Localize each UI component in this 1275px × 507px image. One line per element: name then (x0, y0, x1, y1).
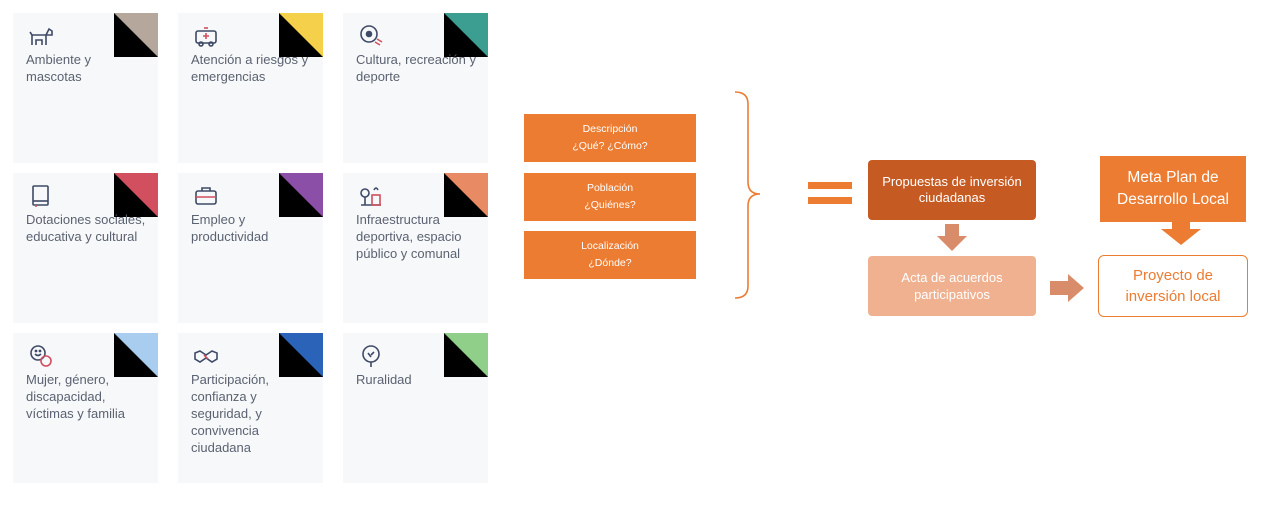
curly-brace (734, 91, 761, 299)
arrow-down-icon (1161, 221, 1201, 245)
category-card-ambiente[interactable]: Ambiente y mascotas (13, 13, 158, 163)
corner-tab (444, 333, 488, 377)
book-icon (32, 185, 49, 207)
corner-tab (114, 13, 158, 57)
corner-tab (279, 13, 323, 57)
corner-tab (444, 13, 488, 57)
park-icon (360, 187, 381, 206)
question-title: Localización (581, 240, 639, 252)
proposals-label: Propuestas de inversión ciudadanas (882, 174, 1022, 205)
category-label: Ambiente y mascotas (26, 52, 92, 84)
category-label: Empleo y productividad (191, 212, 269, 244)
handshake-icon (194, 350, 218, 363)
acta-box: Acta de acuerdos participativos (868, 256, 1036, 316)
category-card-mujer[interactable]: Mujer, género, discapacidad, víctimas y … (13, 333, 158, 483)
category-card-empleo[interactable]: Empleo y productividad (178, 173, 323, 323)
soccer-ball-icon (360, 25, 383, 46)
category-card-dotaciones[interactable]: Dotaciones sociales, educativa y cultura… (13, 173, 158, 323)
category-card-ruralidad[interactable]: Ruralidad (343, 333, 488, 483)
question-box-localizacion: Localización ¿Dónde? (524, 231, 696, 279)
question-sub: ¿Qué? ¿Cómo? (572, 140, 648, 152)
dog-icon (29, 27, 53, 45)
category-label: Ruralidad (356, 372, 412, 387)
equals-bar-top (808, 182, 852, 189)
arrow-down-icon (937, 224, 967, 251)
category-card-riesgos[interactable]: Atención a riesgos y emergencias (178, 13, 323, 163)
question-sub: ¿Quiénes? (584, 199, 636, 211)
category-label: Mujer, género, discapacidad, víctimas y … (26, 372, 125, 421)
tree-icon (362, 345, 380, 367)
category-card-participacion[interactable]: Participación, confianza y seguridad, y … (178, 333, 323, 483)
question-box-poblacion: Población ¿Quiénes? (524, 173, 696, 221)
project-label: Proyecto de inversión local (1125, 267, 1221, 305)
question-title: Descripción (582, 123, 638, 135)
corner-tab (279, 173, 323, 217)
question-box-descripcion: Descripción ¿Qué? ¿Cómo? (524, 114, 696, 162)
acta-label: Acta de acuerdos participativos (901, 270, 1003, 302)
category-label: Infraestructura deportiva, espacio públi… (356, 212, 462, 261)
corner-tab (114, 333, 158, 377)
category-card-cultura[interactable]: Cultura, recreación y deporte (343, 13, 488, 163)
category-label: Dotaciones sociales, educativa y cultura… (26, 212, 146, 244)
question-sub: ¿Dónde? (588, 257, 632, 269)
ambulance-icon (195, 27, 217, 47)
corner-tab (279, 333, 323, 377)
equals-bar-bottom (808, 197, 852, 204)
category-label: Participación, confianza y seguridad, y … (191, 372, 270, 455)
corner-tab (114, 173, 158, 217)
project-box: Proyecto de inversión local (1098, 255, 1248, 317)
question-title: Población (586, 182, 634, 194)
corner-tab (444, 173, 488, 217)
arrow-right-icon (1050, 274, 1084, 302)
briefcase-icon (195, 187, 217, 205)
category-label: Cultura, recreación y deporte (356, 52, 476, 84)
meta-plan-box: Meta Plan de Desarrollo Local (1100, 156, 1246, 222)
meta-plan-label: Meta Plan de Desarrollo Local (1117, 169, 1229, 208)
proposals-box: Propuestas de inversión ciudadanas (868, 160, 1036, 220)
category-card-infraestructura[interactable]: Infraestructura deportiva, espacio públi… (343, 173, 488, 323)
category-label: Atención a riesgos y emergencias (191, 52, 309, 84)
faces-icon (30, 345, 52, 367)
